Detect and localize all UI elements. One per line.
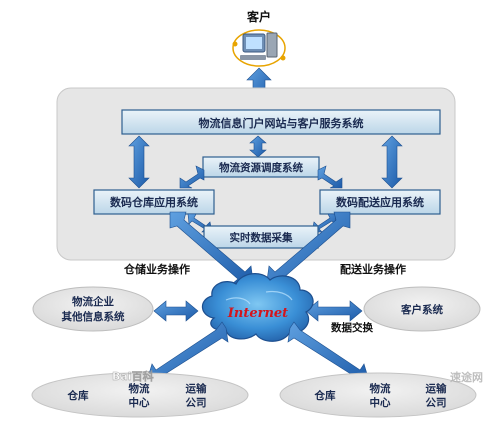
right-node-group: 仓库 物流 中心 运输 公司	[279, 372, 477, 418]
right-center-line1: 物流	[370, 382, 391, 395]
arrow-dispatch-warehouse	[179, 165, 205, 189]
delivery-app-label: 数码配送应用系统	[336, 195, 424, 209]
dispatch-box: 物流资源调度系统	[202, 156, 320, 178]
site-watermark: 速途网	[450, 370, 483, 384]
delivery-app-box: 数码配送应用系统	[319, 189, 441, 215]
arrow-other-internet	[153, 300, 199, 322]
right-transport-line2: 公司	[426, 397, 447, 409]
right-warehouse-label: 仓库	[314, 389, 336, 402]
other-info-line2: 其他信息系统	[62, 310, 125, 323]
left-transport-line2: 公司	[186, 397, 207, 409]
warehouse-app-label: 数码仓库应用系统	[110, 195, 198, 209]
other-info-systems-node: 物流企业 其他信息系统	[32, 286, 154, 332]
dispatch-label: 物流资源调度系统	[219, 161, 303, 174]
delivery-ops-label: 配送业务操作	[340, 262, 406, 276]
left-center-line1: 物流	[129, 382, 150, 395]
portal-box: 物流信息门户网站与客户服务系统	[121, 109, 441, 135]
portal-label: 物流信息门户网站与客户服务系统	[199, 116, 364, 130]
computer-icon	[232, 29, 286, 67]
baidu-watermark: Bai百科	[112, 369, 154, 383]
arrow-internet-customer	[305, 300, 363, 322]
left-center-line2: 中心	[129, 396, 150, 409]
realtime-label: 实时数据采集	[230, 231, 293, 244]
data-exchange-label: 数据交换	[330, 321, 373, 334]
left-node-group: 仓库 物流 中心 运输 公司	[31, 372, 249, 418]
other-info-line1: 物流企业	[72, 295, 114, 308]
right-transport-line1: 运输	[426, 382, 447, 395]
arrow-dispatch-delivery	[317, 165, 343, 189]
customer-system-node: 客户系统	[363, 286, 481, 332]
left-warehouse-label: 仓库	[67, 389, 89, 402]
internet-label: Internet	[227, 306, 288, 321]
arrow-portal-warehouse	[128, 135, 150, 189]
warehouse-ops-label: 仓储业务操作	[123, 262, 190, 276]
arrow-portal-delivery	[381, 135, 403, 189]
realtime-box: 实时数据采集	[203, 225, 319, 249]
left-transport-line1: 运输	[186, 382, 207, 395]
internet-cloud: Internet	[201, 273, 314, 342]
warehouse-app-box: 数码仓库应用系统	[93, 189, 215, 215]
right-center-line2: 中心	[370, 396, 391, 409]
customer-system-label: 客户系统	[400, 303, 443, 316]
client-label: 客户	[246, 9, 271, 24]
